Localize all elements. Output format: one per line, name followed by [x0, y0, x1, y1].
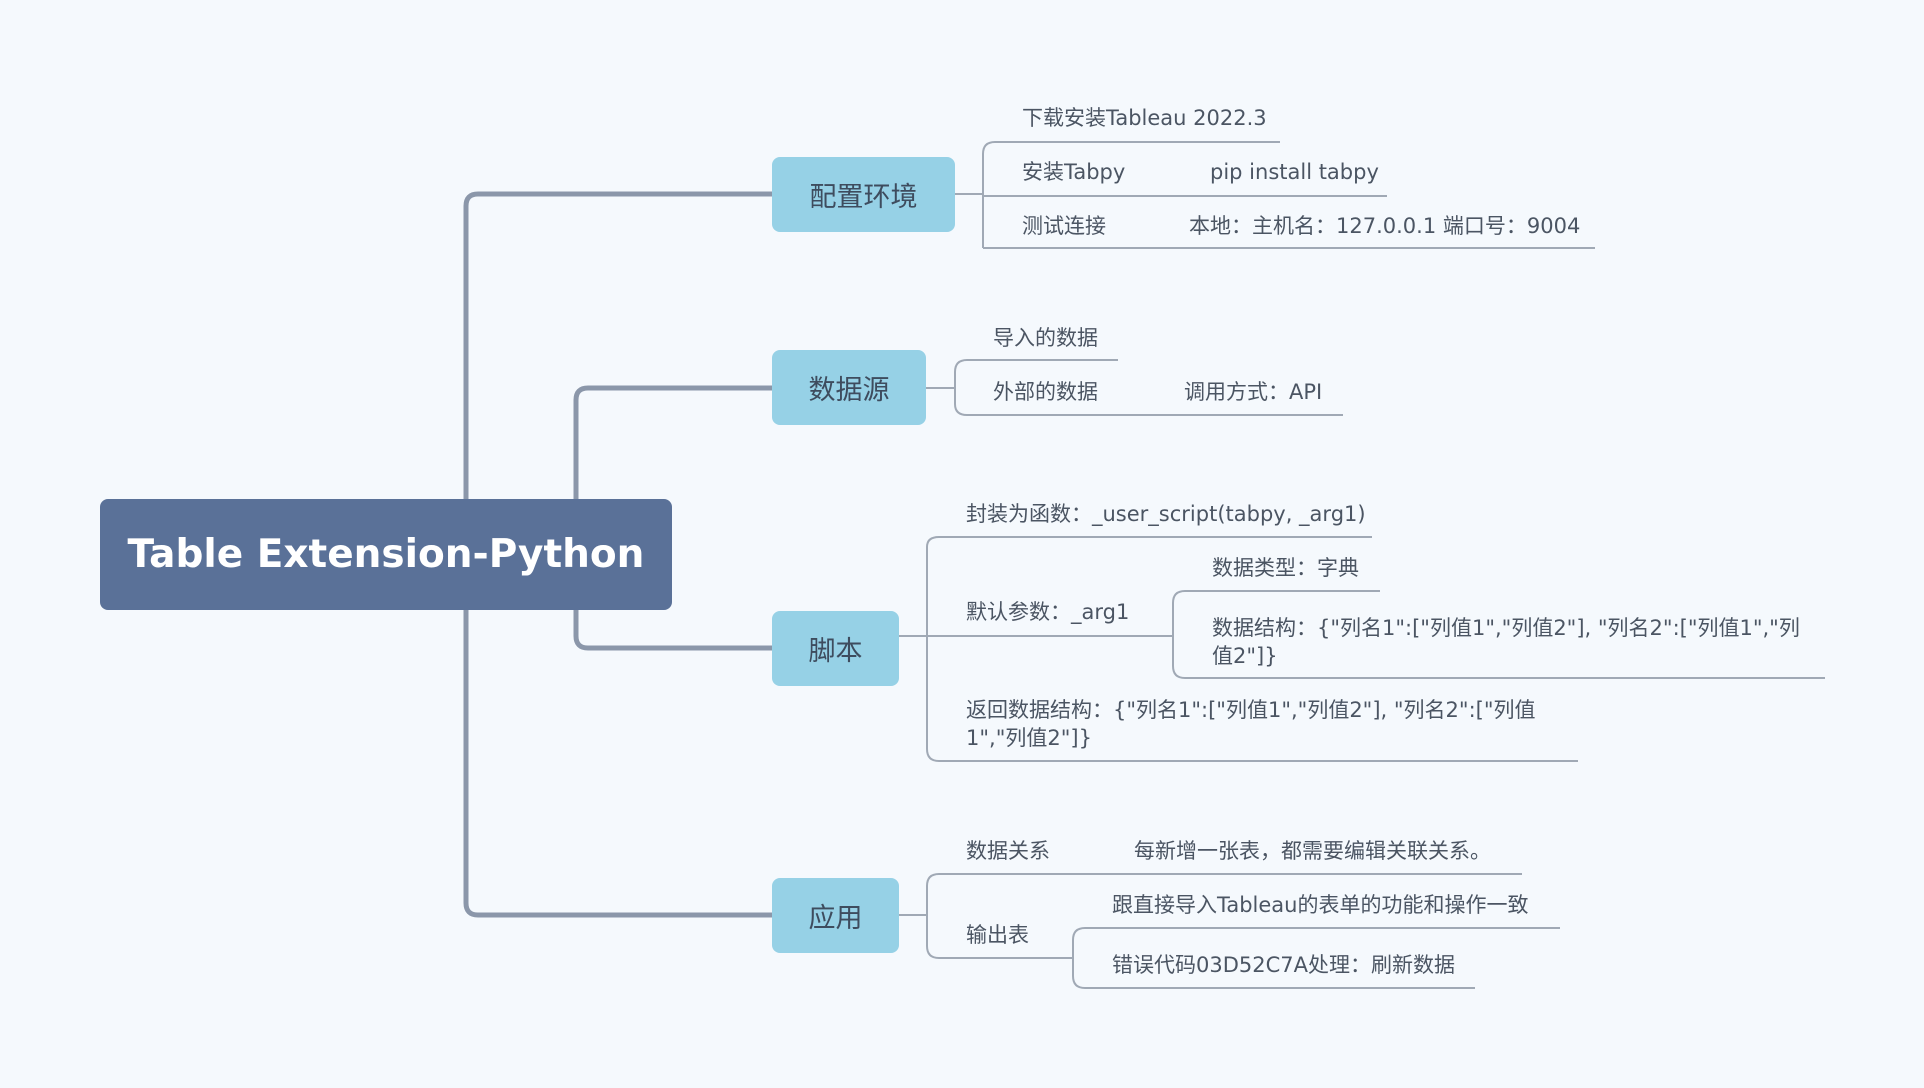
leaf-external-method[interactable]: 调用方式：API	[1184, 380, 1323, 404]
leaf-data-structure[interactable]: 数据结构：{"列名1":["列值1","列值2"], "列名2":["列值1",…	[1212, 616, 1800, 668]
root-topic[interactable]: Table Extension-Python	[100, 499, 672, 610]
leaf-external-data[interactable]: 外部的数据	[993, 380, 1098, 404]
leaf-test-connection-detail[interactable]: 本地：主机名：127.0.0.1 端口号：9004	[1189, 214, 1581, 238]
leaf-install-tabpy-command[interactable]: pip install tabpy	[1210, 160, 1379, 184]
leaf-install-tabpy[interactable]: 安装Tabpy	[1022, 160, 1126, 184]
leaf-error-code[interactable]: 错误代码03D52C7A处理：刷新数据	[1112, 953, 1456, 977]
leaf-data-relation-note[interactable]: 每新增一张表，都需要编辑关联关系。	[1134, 839, 1491, 863]
branch-application[interactable]: 应用	[772, 878, 899, 953]
branch-config-environment[interactable]: 配置环境	[772, 157, 955, 232]
leaf-wrap-function[interactable]: 封装为函数：_user_script(tabpy, _arg1)	[966, 502, 1366, 526]
leaf-data-relation[interactable]: 数据关系	[966, 839, 1050, 863]
leaf-imported-data[interactable]: 导入的数据	[993, 326, 1098, 350]
leaf-test-connection[interactable]: 测试连接	[1022, 214, 1106, 238]
branch-data-source[interactable]: 数据源	[772, 350, 926, 425]
leaf-download-tableau[interactable]: 下载安装Tableau 2022.3	[1022, 106, 1267, 130]
branch-script[interactable]: 脚本	[772, 611, 899, 686]
leaf-output-same-as-tableau[interactable]: 跟直接导入Tableau的表单的功能和操作一致	[1112, 893, 1529, 917]
leaf-default-param[interactable]: 默认参数：_arg1	[966, 600, 1130, 624]
leaf-data-type[interactable]: 数据类型：字典	[1212, 556, 1359, 580]
leaf-output-table[interactable]: 输出表	[966, 923, 1029, 947]
leaf-return-structure[interactable]: 返回数据结构：{"列名1":["列值1","列值2"], "列名2":["列值1…	[966, 698, 1536, 750]
